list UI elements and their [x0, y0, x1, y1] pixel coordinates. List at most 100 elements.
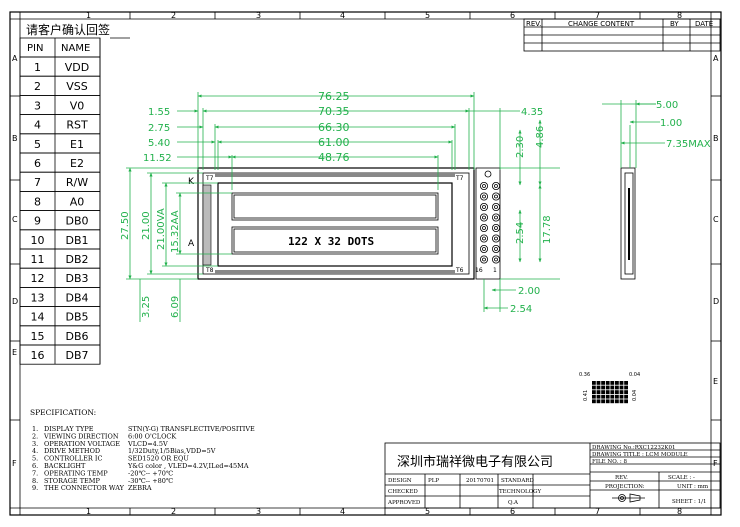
- dim-27-50: 27.50: [120, 211, 131, 240]
- dim-76-25: 76.25: [318, 90, 350, 103]
- pin-name: E1: [70, 138, 84, 151]
- top-hatch: [215, 173, 455, 177]
- pcb-outline: [197, 167, 475, 280]
- pin-number: 1: [34, 61, 41, 74]
- pin-name: DB5: [65, 311, 88, 324]
- pixel-dot: [610, 381, 615, 385]
- zone-top-1: 1: [86, 11, 91, 20]
- zone-bottom-1: 1: [86, 507, 91, 516]
- pixel-dot: [592, 381, 596, 385]
- pixel-dot: [610, 385, 615, 390]
- spec-label: VIEWING DIRECTION: [43, 432, 119, 440]
- spec-label: CONTROLLER IC: [44, 455, 102, 463]
- pin-number: 13: [31, 291, 45, 304]
- pin-number: 7: [34, 176, 41, 189]
- dim-61-00: 61.00: [318, 136, 350, 149]
- pad-dim-b: 0.04: [629, 372, 640, 378]
- pin-name: DB0: [65, 215, 88, 228]
- pin-hole: [479, 202, 488, 211]
- pin-row: [19, 114, 101, 135]
- spec-value: ZEBRA: [128, 484, 152, 492]
- zone-left-E: E: [12, 348, 17, 357]
- pixel-dot: [619, 385, 624, 390]
- pin-hole: [491, 234, 500, 243]
- pixel-dot: [596, 394, 601, 399]
- date-value: 20170701: [466, 478, 494, 484]
- dim-2-00: 2.00: [518, 286, 540, 297]
- pin-name: DB7: [65, 349, 88, 362]
- active-area-line1-inner: [233, 194, 437, 219]
- zone-top-4: 4: [340, 11, 345, 20]
- pin-name: DB1: [65, 234, 88, 247]
- pin-holes: [479, 181, 500, 264]
- spec-number: 7.: [32, 469, 38, 477]
- active-area-line2-inner: [233, 228, 437, 253]
- spec-value: Y&G color , VLED=4.2V,ILed=45MA: [127, 462, 249, 470]
- viewing-area: [217, 182, 453, 267]
- title-block: 深圳市瑞祥微电子有限公司 DRAWING No.:RXC12232K01 DRA…: [384, 442, 721, 509]
- spec-label: OPERATING TEMP: [44, 469, 108, 477]
- pixel-dot: [601, 390, 605, 394]
- zone-top-3: 3: [256, 11, 261, 20]
- pin-name: VSS: [66, 80, 88, 93]
- zone-labels: 1 2 3 4 5 6 7 8 1 2 3 4 5 6 7 8 A B C D …: [12, 11, 719, 516]
- pixel-dot: [601, 399, 605, 404]
- spec-number: 1.: [32, 425, 38, 433]
- spec-value: 1/32Duty,1/5Bias,VDD=5V: [128, 447, 216, 455]
- pixel-dot: [610, 399, 615, 404]
- projection-label: PROJECTION:: [605, 484, 645, 490]
- dim-4-35: 4.35: [521, 107, 543, 118]
- pixel-dot: [605, 394, 610, 399]
- pin-number: 3: [34, 99, 41, 112]
- pixel-dot: [601, 385, 605, 390]
- pin-hole: [479, 181, 488, 190]
- display-text: 122 X 32 DOTS: [288, 235, 374, 248]
- lcd-front-view: 122 X 32 DOTS T7 T8 T7 T6 K A 16 1: [188, 167, 501, 280]
- pixel-dot: [605, 390, 610, 394]
- pixel-dot: [619, 390, 624, 394]
- dim-5-40: 5.40: [148, 138, 170, 149]
- dim-2-54-v: 2.54: [515, 222, 526, 244]
- dim-21-00: 21.00: [141, 211, 152, 240]
- pixel-dot: [605, 385, 610, 390]
- file-no: FILE NO. : 8: [592, 459, 628, 465]
- pin-hole: [491, 192, 500, 201]
- side-inner: [624, 172, 634, 275]
- pixel-dot: [592, 394, 596, 399]
- pixel-dot: [624, 390, 628, 394]
- label-k: K: [188, 177, 195, 187]
- pin-number: 2: [34, 80, 41, 93]
- pin-table-caption: 请客户确认回签: [26, 22, 110, 37]
- date-header: DATE: [695, 20, 713, 28]
- pixel-dot: [610, 390, 615, 394]
- active-area-line2: [231, 226, 439, 255]
- spec-label: DISPLAY TYPE: [44, 425, 94, 433]
- pin-row: [19, 190, 101, 211]
- pin-row: [19, 133, 101, 154]
- spec-label: DRIVE METHOD: [44, 447, 100, 455]
- pin-hole: [491, 255, 500, 264]
- dim-11-52: 11.52: [143, 153, 172, 164]
- dim-21-00va: 21.00VA: [156, 208, 167, 250]
- spec-value: VLCD=4.5V: [127, 440, 168, 448]
- dim-5-00: 5.00: [656, 100, 678, 111]
- zone-right-E: E: [713, 377, 718, 386]
- pin-number: 12: [31, 272, 45, 285]
- pin-name: V0: [70, 99, 85, 112]
- drawing-title: DRAWING TITLE : LCM MODULE: [592, 452, 688, 458]
- zone-bottom-4: 4: [340, 507, 345, 516]
- zone-right-C: C: [713, 215, 719, 224]
- zone-left-B: B: [12, 134, 18, 143]
- corner-label-tr: T7: [455, 175, 464, 182]
- design-label: DESIGN: [388, 478, 412, 484]
- pin-name: DB3: [65, 272, 88, 285]
- pixel-dot: [624, 385, 628, 390]
- spec-number: 8.: [32, 477, 38, 485]
- pixel-dot: [624, 394, 628, 399]
- pixel-dot: [601, 381, 605, 385]
- pin-hole: [491, 244, 500, 253]
- revision-table: REV. CHANGE CONTENT BY DATE: [523, 18, 721, 52]
- pixel-dot: [596, 385, 601, 390]
